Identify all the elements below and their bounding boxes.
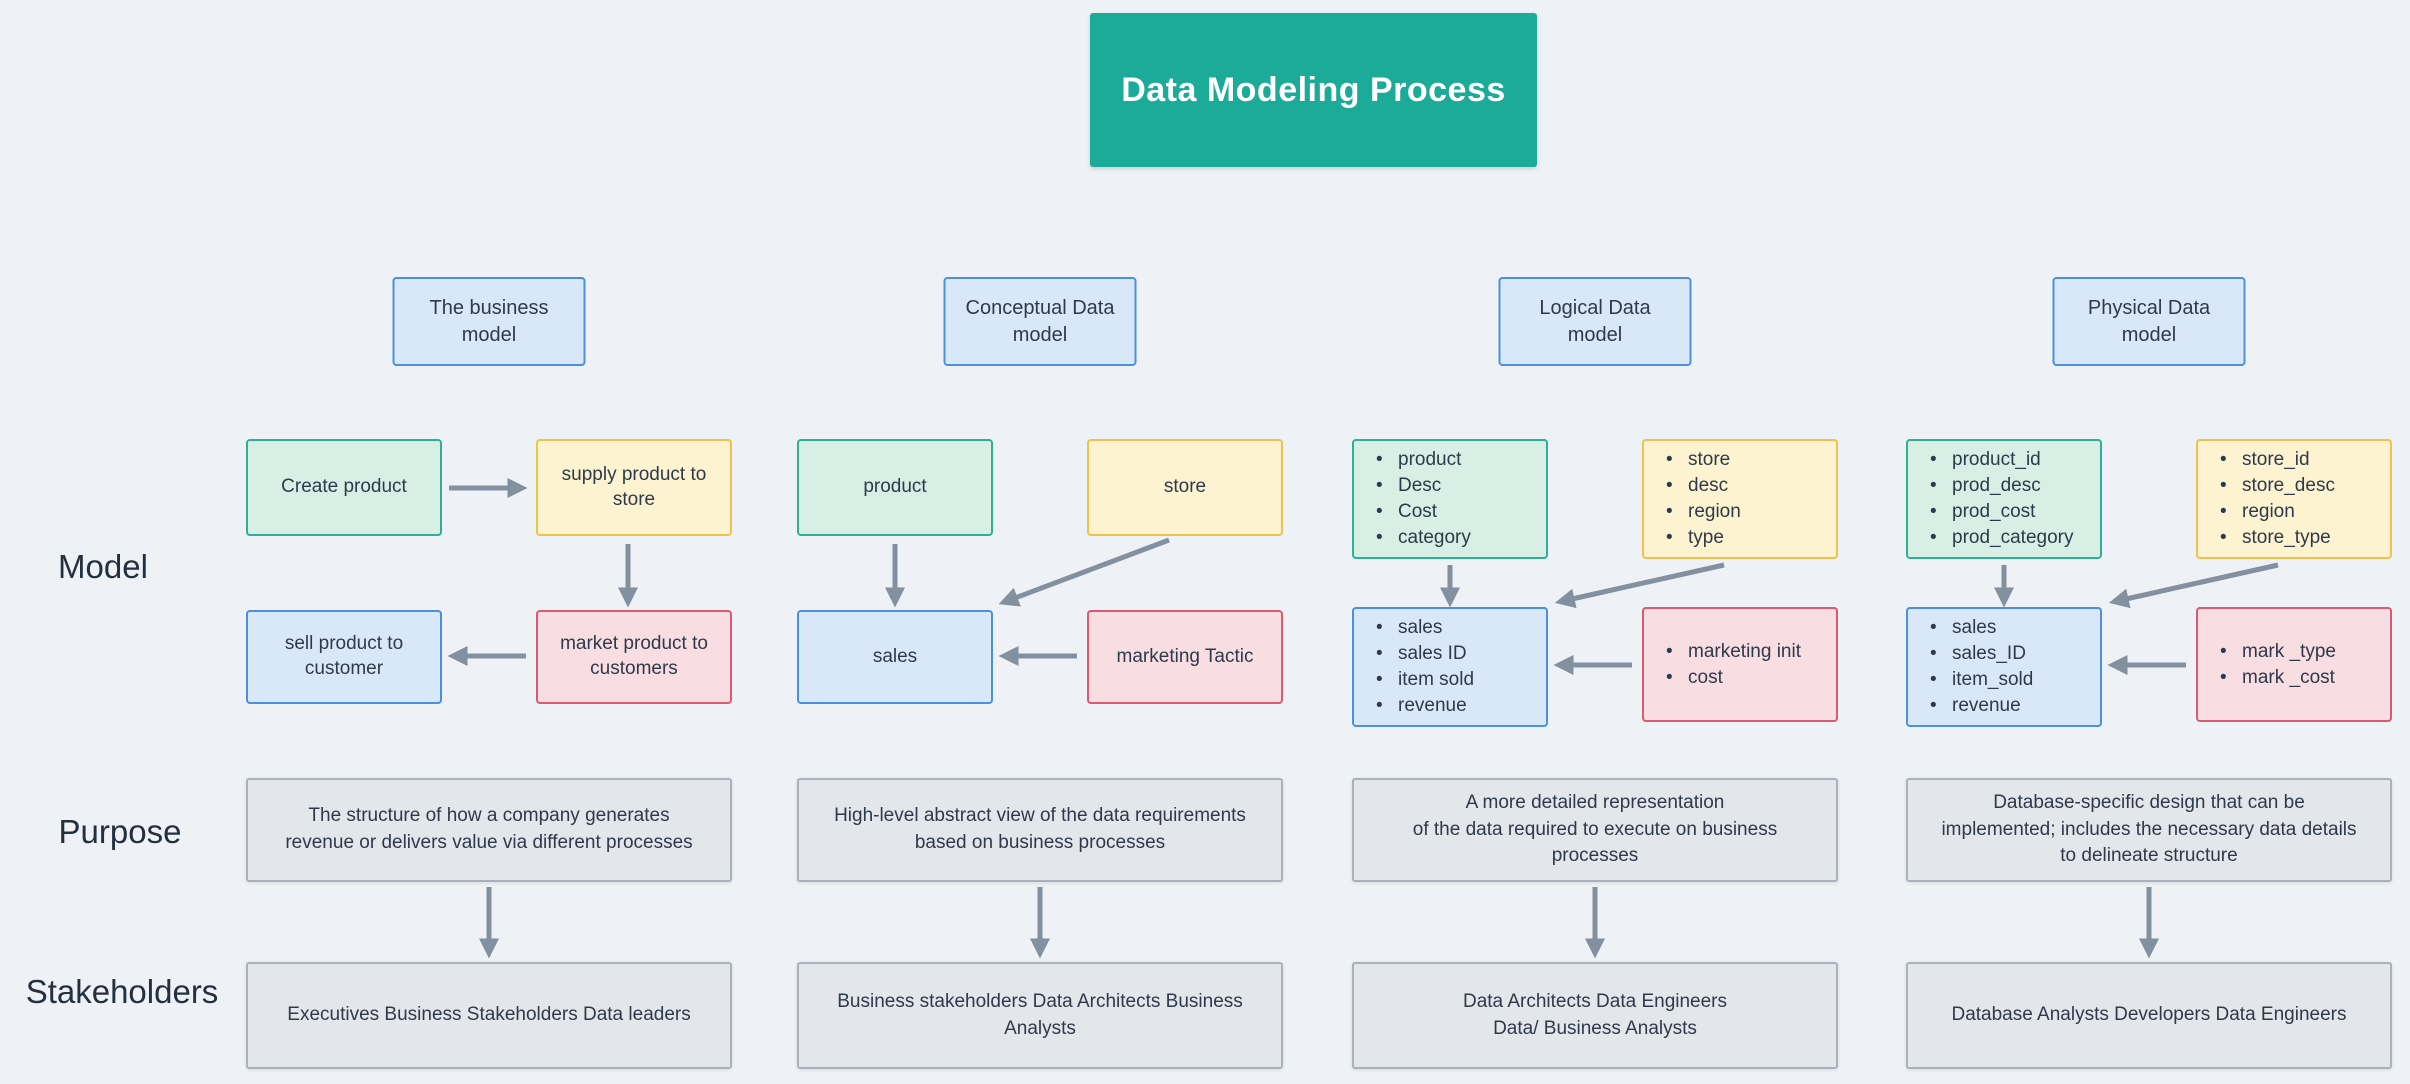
model-area-logical: productDescCostcategory storedescregiont… <box>1352 439 1838 729</box>
column-header-business-model: The business model <box>392 277 586 366</box>
arrow-purpose-to-stakeholders-4 <box>2139 887 2159 959</box>
model-area-physical: product_idprod_descprod_costprod_categor… <box>1906 439 2392 729</box>
bullet-item: sales_ID <box>1930 641 2094 667</box>
bullet-item: store_id <box>2220 447 2384 473</box>
model-node-product-fields: product_idprod_descprod_costprod_categor… <box>1906 439 2102 559</box>
bullet-item: prod_category <box>1930 525 2094 551</box>
model-node-store-fields: store_idstore_descregionstore_type <box>2196 439 2392 559</box>
bullet-item: cost <box>1666 665 1830 691</box>
column-business-model: The business model Create product supply… <box>246 0 732 1084</box>
row-label-stakeholders: Stakeholders <box>25 973 219 1010</box>
arrow-purpose-to-stakeholders-3 <box>1585 887 1605 959</box>
model-node-marketing-tactic: marketing Tactic <box>1087 610 1283 704</box>
model-node-store-attributes: storedescregiontype <box>1642 439 1838 559</box>
row-label-purpose: Purpose <box>58 813 182 850</box>
model-node-market-product: market product to customers <box>536 610 732 704</box>
model-area-conceptual: product store sales marketing Tactic <box>797 439 1283 729</box>
column-conceptual-data-model: Conceptual Data model product store sale… <box>797 0 1283 1084</box>
bullet-item: desc <box>1666 473 1830 499</box>
model-node-marketing-fields: mark _typemark _cost <box>2196 607 2392 722</box>
bullet-item: store_desc <box>2220 473 2384 499</box>
model-node-sales-attributes: salessales IDitem soldrevenue <box>1352 607 1548 727</box>
purpose-box-business: The structure of how a company generates… <box>246 778 732 882</box>
bullet-item: sales <box>1376 615 1540 641</box>
column-header-logical-model: Logical Data model <box>1498 277 1692 366</box>
bullet-item: item_sold <box>1930 667 2094 693</box>
bullet-item: type <box>1666 525 1830 551</box>
model-arrows-logical <box>1440 562 1725 675</box>
model-area-business: Create product supply product to store s… <box>246 439 732 729</box>
bullet-item: mark _cost <box>2220 665 2384 691</box>
bullet-item: item sold <box>1376 667 1540 693</box>
bullet-item: product_id <box>1930 447 2094 473</box>
row-label-model: Model <box>58 548 148 585</box>
model-node-sell-product: sell product to customer <box>246 610 442 704</box>
column-header-conceptual-model: Conceptual Data model <box>943 277 1137 366</box>
column-logical-data-model: Logical Data model productDescCostcatego… <box>1352 0 1838 1084</box>
bullet-item: prod_desc <box>1930 473 2094 499</box>
model-node-store: store <box>1087 439 1283 536</box>
bullet-item: Desc <box>1376 473 1540 499</box>
model-node-sales: sales <box>797 610 993 704</box>
bullet-item: mark _type <box>2220 639 2384 665</box>
arrow-store-to-sales <box>2108 562 2279 609</box>
model-node-supply-product: supply product to store <box>536 439 732 536</box>
model-node-create-product: Create product <box>246 439 442 536</box>
bullet-item: sales <box>1930 615 2094 641</box>
model-arrows-business <box>447 478 638 666</box>
arrow-purpose-to-stakeholders-1 <box>479 887 499 959</box>
stakeholders-box-physical: Database Analysts Developers Data Engine… <box>1906 962 2392 1069</box>
arrow-store-to-sales <box>1554 562 1725 609</box>
model-node-marketing-attributes: marketing initcost <box>1642 607 1838 722</box>
bullet-item: revenue <box>1930 693 2094 719</box>
bullet-item: region <box>1666 499 1830 525</box>
bullet-item: store <box>1666 447 1830 473</box>
stakeholders-box-business: Executives Business Stakeholders Data le… <box>246 962 732 1069</box>
bullet-item: store_type <box>2220 525 2384 551</box>
model-node-product-attributes: productDescCostcategory <box>1352 439 1548 559</box>
model-node-product: product <box>797 439 993 536</box>
purpose-box-logical: A more detailed representation of the da… <box>1352 778 1838 882</box>
bullet-item: prod_cost <box>1930 499 2094 525</box>
stakeholders-box-logical: Data Architects Data Engineers Data/ Bus… <box>1352 962 1838 1069</box>
bullet-item: marketing init <box>1666 639 1830 665</box>
bullet-item: region <box>2220 499 2384 525</box>
bullet-item: product <box>1376 447 1540 473</box>
purpose-box-conceptual: High-level abstract view of the data req… <box>797 778 1283 882</box>
bullet-item: sales ID <box>1376 641 1540 667</box>
column-header-physical-model: Physical Data model <box>2052 277 2246 366</box>
diagram-title: Data Modeling Process <box>1090 13 1537 167</box>
model-arrows-physical <box>1994 562 2279 675</box>
arrow-purpose-to-stakeholders-2 <box>1030 887 1050 959</box>
model-node-sales-fields: salessales_IDitem_soldrevenue <box>1906 607 2102 727</box>
bullet-item: Cost <box>1376 499 1540 525</box>
model-arrows-conceptual <box>885 537 1170 666</box>
arrow-store-to-sales <box>998 537 1170 607</box>
bullet-item: revenue <box>1376 693 1540 719</box>
bullet-item: category <box>1376 525 1540 551</box>
purpose-box-physical: Database-specific design that can be imp… <box>1906 778 2392 882</box>
column-physical-data-model: Physical Data model product_idprod_descp… <box>1906 0 2392 1084</box>
stakeholders-box-conceptual: Business stakeholders Data Architects Bu… <box>797 962 1283 1069</box>
